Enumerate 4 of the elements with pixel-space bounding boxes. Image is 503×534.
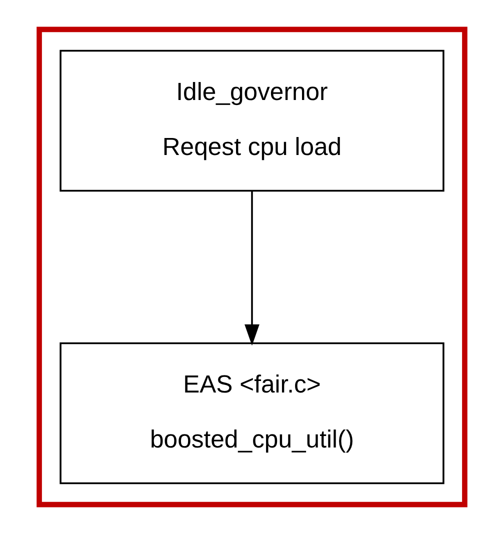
node-box: EAS <fair.c> boosted_cpu_util() [59, 342, 444, 484]
node-box: Idle_governor Reqest cpu load [59, 50, 444, 192]
cluster [36, 26, 467, 508]
arrow [244, 191, 259, 346]
